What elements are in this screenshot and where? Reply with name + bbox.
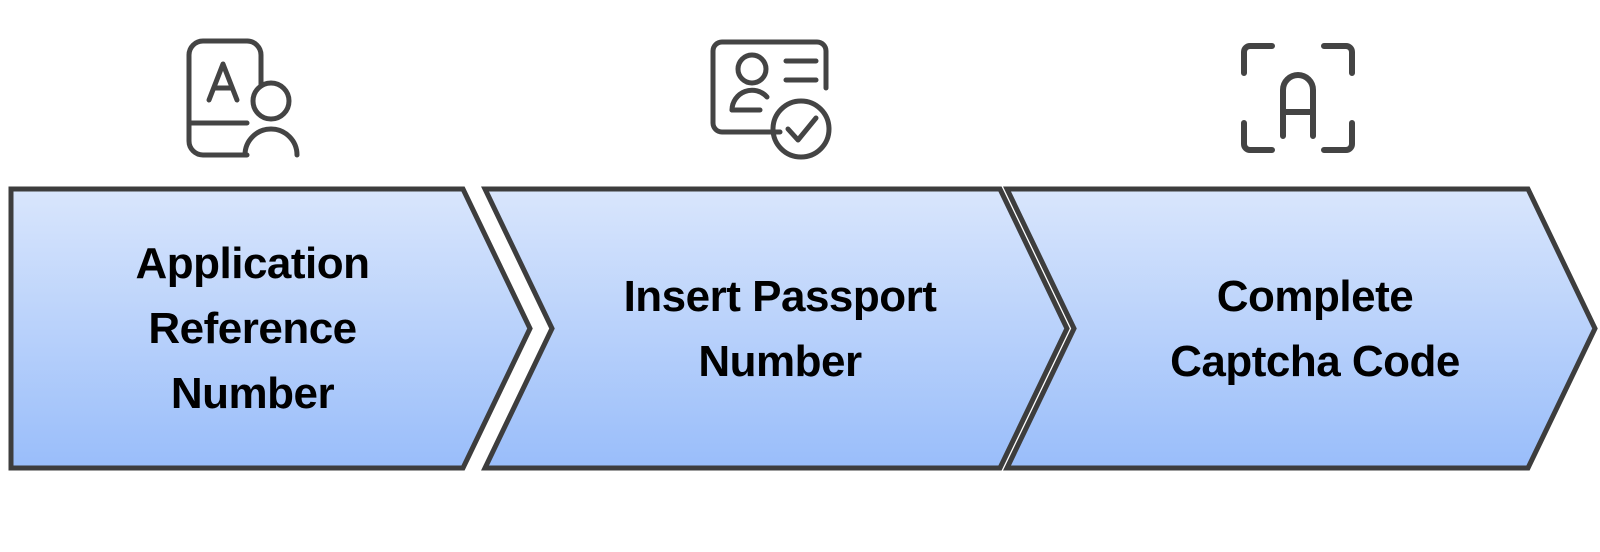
step-icon-row — [0, 0, 1600, 180]
chevron-step-1[interactable] — [8, 186, 533, 471]
chevron-step-2[interactable] — [478, 186, 1070, 471]
captcha-scan-icon — [1228, 28, 1368, 168]
chevron-step-3[interactable] — [1000, 186, 1598, 471]
id-card-verified-icon — [700, 28, 840, 168]
chevron-step-row: Application Reference Number Insert Pass… — [0, 186, 1600, 471]
document-person-icon — [175, 28, 315, 168]
